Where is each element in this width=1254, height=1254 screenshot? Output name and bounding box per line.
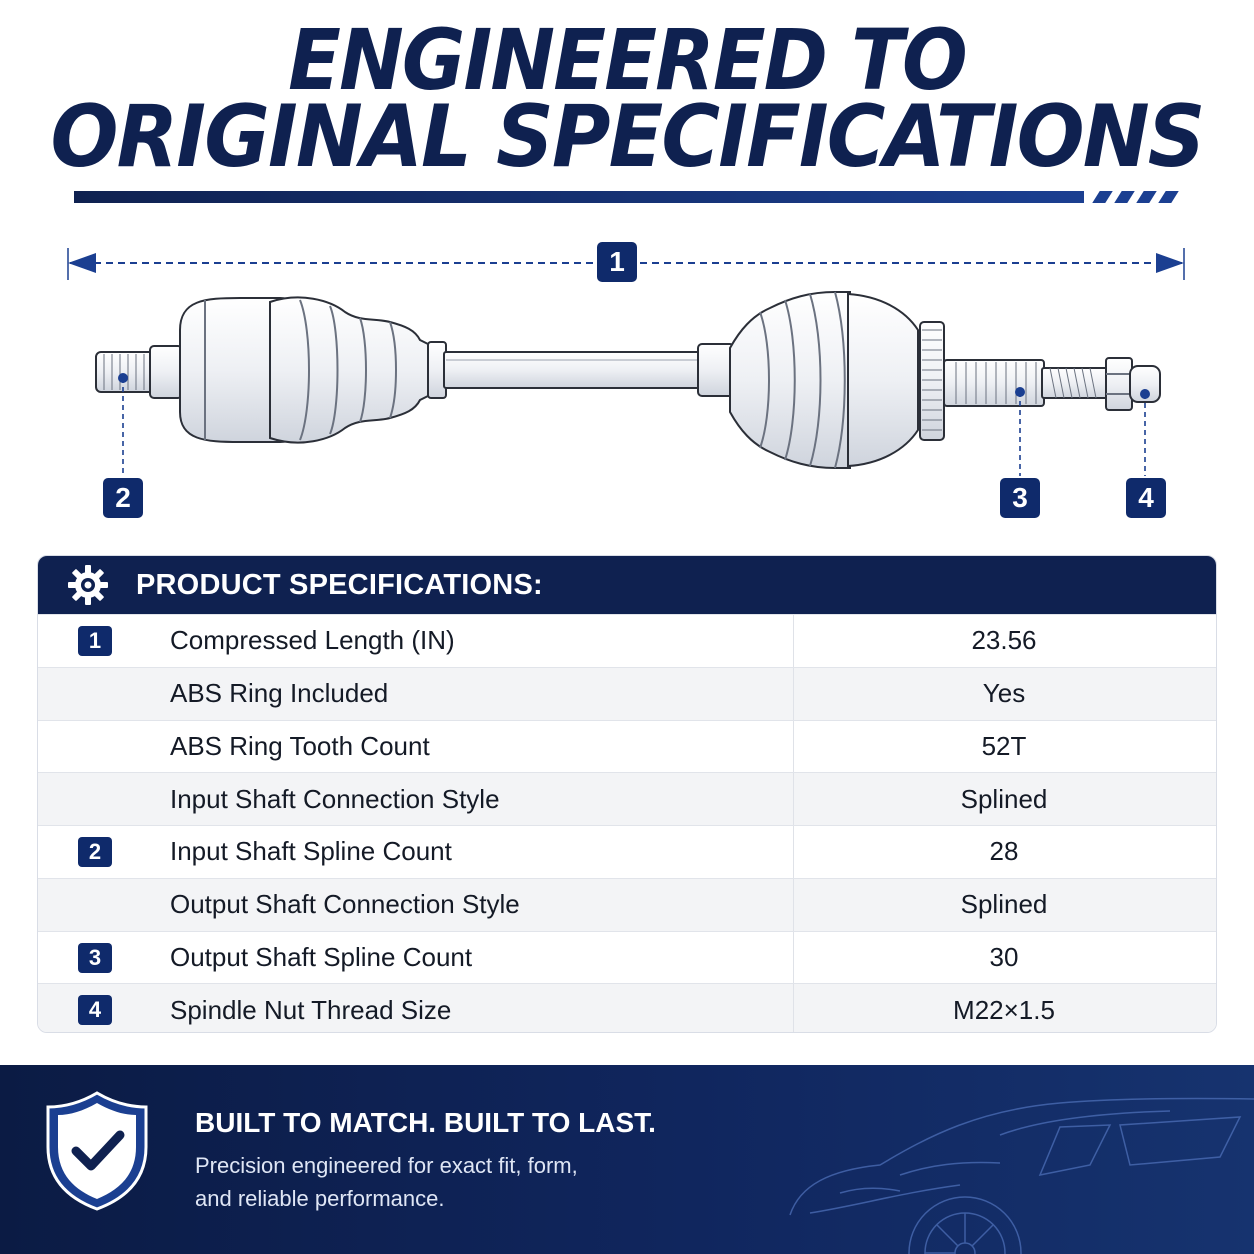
footer-title: BUILT TO MATCH. BUILT TO LAST.: [195, 1107, 656, 1138]
column-divider: [793, 773, 794, 825]
spec-value: Splined: [960, 783, 1048, 814]
cv-axle-diagram: [67, 248, 1185, 476]
spec-value: 52T: [981, 730, 1027, 761]
column-divider: [793, 826, 794, 878]
length-dimension-line: [67, 248, 1185, 280]
callout-badge-3: 3: [1000, 478, 1040, 518]
spec-row: Input Shaft Connection Style Splined: [38, 772, 1216, 825]
row-number-badge: 1: [78, 626, 112, 656]
row-number-badge: 2: [78, 837, 112, 867]
spec-row: ABS Ring Included Yes: [38, 666, 1216, 720]
spec-label: ABS Ring Included: [170, 678, 389, 709]
car-illustration: [789, 1097, 1254, 1254]
header-rule: [74, 191, 1084, 203]
spec-row: ABS Ring Tooth Count 52T: [38, 719, 1216, 773]
spec-label: Spindle Nut Thread Size: [170, 994, 452, 1025]
spec-value: M22×1.5: [953, 994, 1055, 1025]
row-number-badge: 4: [78, 995, 112, 1026]
spec-label: ABS Ring Tooth Count: [170, 730, 430, 761]
specs-header: PRODUCT SPECIFICATIONS:: [38, 556, 1216, 614]
footer-banner: BUILT TO MATCH. BUILT TO LAST. Precision…: [0, 1065, 1254, 1254]
column-divider: [793, 878, 794, 931]
spec-label: Input Shaft Spline Count: [170, 836, 452, 867]
spec-row: 3 Output Shaft Spline Count 30: [38, 930, 1216, 984]
callout-badge-2: 2: [103, 478, 143, 518]
specs-title: PRODUCT SPECIFICATIONS:: [136, 568, 543, 601]
product-specifications-table: PRODUCT SPECIFICATIONS: 1 Compressed Len…: [37, 555, 1217, 1033]
spec-row: 2 Input Shaft Spline Count 28: [38, 825, 1216, 878]
spec-label: Output Shaft Connection Style: [170, 889, 520, 920]
footer-subtitle-line-2: and reliable performance.: [195, 1186, 445, 1211]
spec-value: Splined: [960, 889, 1048, 920]
spec-row: 1 Compressed Length (IN) 23.56: [38, 614, 1216, 667]
row-number-badge: 3: [78, 942, 112, 973]
header-rule-stripes: [1090, 191, 1179, 203]
spec-row: 4 Spindle Nut Thread Size M22×1.5: [38, 983, 1216, 1032]
column-divider: [793, 931, 794, 984]
spec-value: 30: [989, 941, 1019, 972]
callout-badge-4: 4: [1126, 478, 1166, 518]
spec-value: 28: [989, 836, 1019, 867]
cv-axle-shaft: [95, 291, 1161, 469]
column-divider: [793, 615, 794, 667]
callout-badge-1: 1: [597, 242, 637, 282]
spec-label: Output Shaft Spline Count: [170, 941, 473, 972]
spec-value: Yes: [982, 678, 1026, 709]
callout-leaders: [122, 378, 1146, 476]
footer-subtitle-line-1: Precision engineered for exact fit, form…: [195, 1153, 578, 1178]
spec-row: Output Shaft Connection Style Splined: [38, 877, 1216, 931]
column-divider: [793, 667, 794, 720]
column-divider: [793, 984, 794, 1032]
spec-label: Compressed Length (IN): [170, 625, 455, 656]
headline-line-1: ENGINEERED TO: [288, 11, 968, 109]
headline-line-2: ORIGINAL SPECIFICATIONS: [50, 87, 1205, 187]
callout-dots: [118, 373, 1150, 399]
shield-check-icon: [46, 1091, 148, 1211]
spec-value: 23.56: [971, 625, 1037, 656]
column-divider: [793, 720, 794, 773]
gear-icon: [68, 565, 108, 605]
spec-label: Input Shaft Connection Style: [170, 783, 500, 814]
